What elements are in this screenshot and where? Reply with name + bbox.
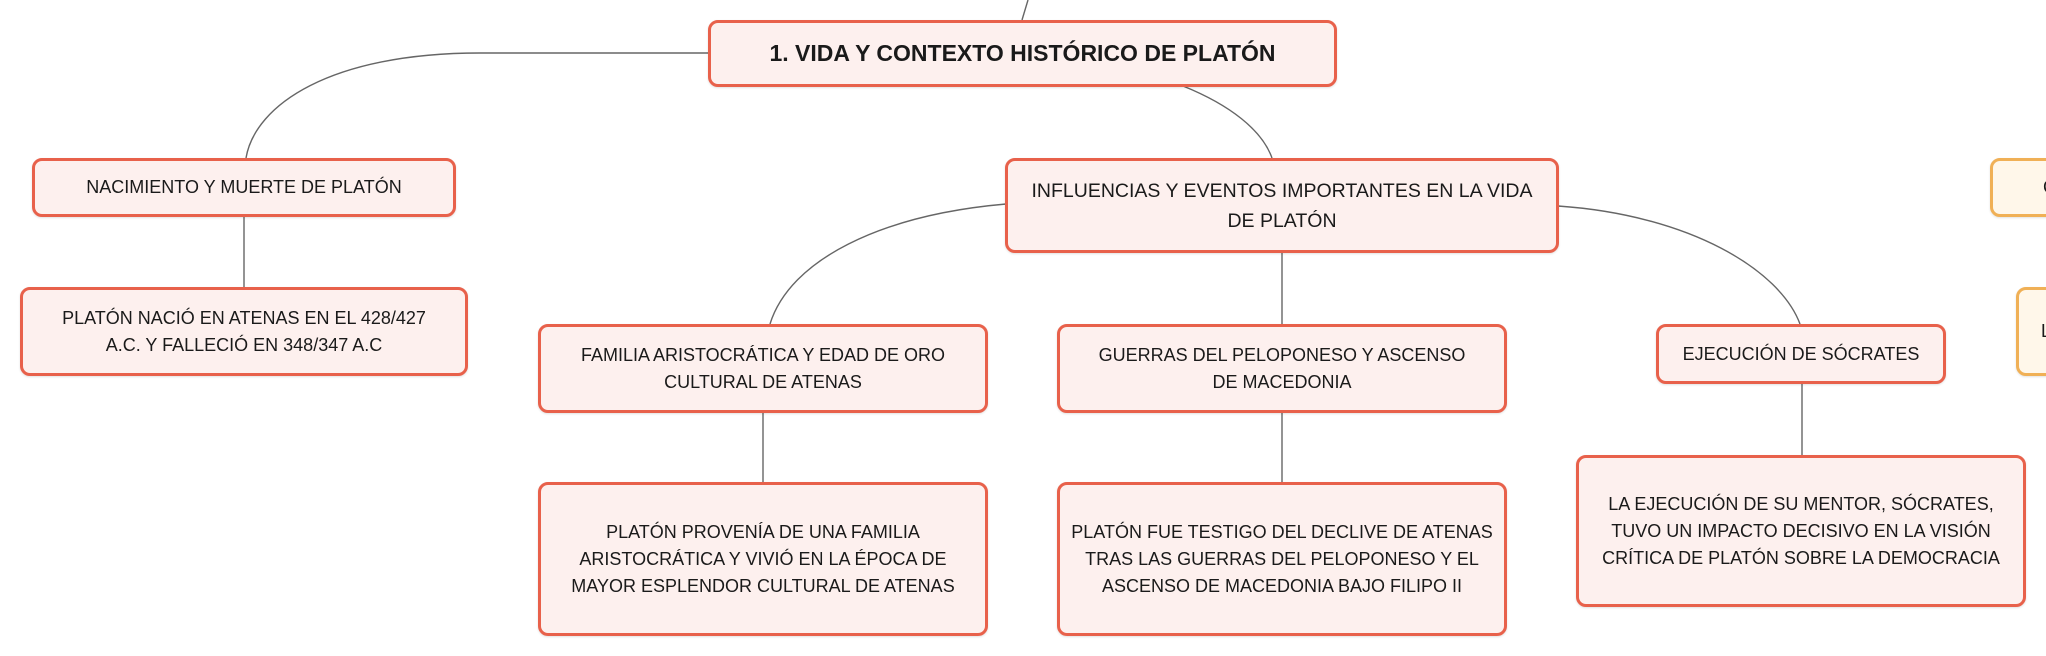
node-birth-death-detail[interactable]: PLATÓN NACIÓ EN ATENAS EN EL 428/427 A.C… — [20, 287, 468, 376]
node-socrates-detail[interactable]: LA EJECUCIÓN DE SU MENTOR, SÓCRATES, TUV… — [1576, 455, 2026, 607]
connector-root-influences — [1182, 85, 1273, 159]
node-family[interactable]: FAMILIA ARISTOCRÁTICA Y EDAD DE ORO CULT… — [538, 324, 988, 413]
node-partial-right-top[interactable]: C — [1990, 158, 2046, 217]
connector-root-birth — [245, 52, 708, 159]
connector-influences-family — [769, 203, 1007, 325]
connector-root-parent — [1021, 0, 1029, 21]
node-wars-detail[interactable]: PLATÓN FUE TESTIGO DEL DECLIVE DE ATENAS… — [1057, 482, 1507, 636]
connector-influences-socrates — [1557, 205, 1801, 325]
node-root[interactable]: 1. VIDA Y CONTEXTO HISTÓRICO DE PLATÓN — [708, 20, 1337, 87]
node-family-detail[interactable]: PLATÓN PROVENÍA DE UNA FAMILIA ARISTOCRÁ… — [538, 482, 988, 636]
node-influences[interactable]: INFLUENCIAS Y EVENTOS IMPORTANTES EN LA … — [1005, 158, 1559, 253]
node-partial-right-bottom[interactable]: L — [2016, 287, 2046, 376]
node-socrates[interactable]: EJECUCIÓN DE SÓCRATES — [1656, 324, 1946, 384]
node-wars[interactable]: GUERRAS DEL PELOPONESO Y ASCENSO DE MACE… — [1057, 324, 1507, 413]
node-birth-death[interactable]: NACIMIENTO Y MUERTE DE PLATÓN — [32, 158, 456, 217]
